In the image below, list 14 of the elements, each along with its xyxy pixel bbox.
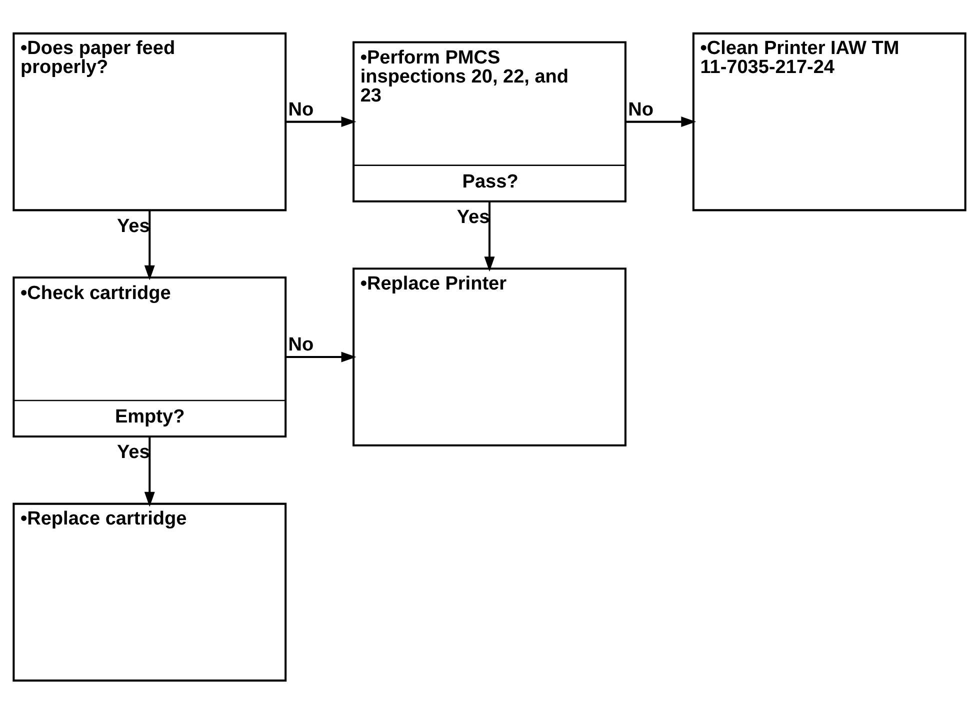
arrow bbox=[286, 351, 356, 362]
node-box: •Clean Printer IAW TM 11-7035-217-24 bbox=[692, 32, 966, 211]
edge-label: No bbox=[628, 98, 654, 120]
edge-label: Yes bbox=[456, 206, 490, 228]
node-box: •Does paper feed properly? bbox=[12, 32, 287, 211]
arrow bbox=[626, 116, 696, 127]
edge-label: No bbox=[288, 334, 314, 355]
node-box: •Replace cartridge bbox=[12, 502, 287, 682]
arrow bbox=[286, 116, 356, 127]
edge-label: No bbox=[288, 98, 314, 120]
node-box: •Replace Printer bbox=[352, 267, 626, 446]
arrow bbox=[144, 436, 155, 506]
arrow bbox=[144, 210, 155, 280]
arrow bbox=[484, 200, 495, 272]
